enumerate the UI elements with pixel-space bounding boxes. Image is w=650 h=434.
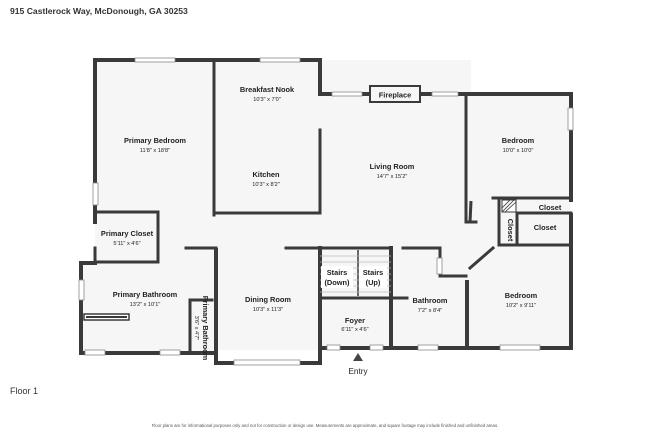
interior-walls <box>93 58 573 355</box>
primary-bathroom-name: Primary Bathroom <box>113 290 178 299</box>
breakfast-nook-name: Breakfast Nook <box>240 85 295 94</box>
bedroom-2-dim: 10'2" x 9'11" <box>506 303 536 309</box>
primary-closet-name: Primary Closet <box>101 229 154 238</box>
bedroom-1-dim: 10'0" x 10'0" <box>503 148 534 154</box>
windows <box>78 57 574 366</box>
primary-closet-dim: 5'11" x 4'6" <box>113 241 140 247</box>
dining-room-dim: 10'3" x 11'3" <box>253 307 283 313</box>
stairs-up-name: Stairs <box>363 268 384 277</box>
foyer-dim: 6'11" x 4'6" <box>341 327 368 333</box>
room-labels: Primary Bedroom 11'8" x 18'8" Breakfast … <box>101 85 562 376</box>
bathroom-dim: 7'2" x 8'4" <box>418 308 442 314</box>
closet-2-name: Closet <box>534 223 557 232</box>
foyer-name: Foyer <box>345 316 365 325</box>
disclaimer: Floor plans are for informational purpos… <box>151 423 499 428</box>
fireplace: Fireplace <box>369 85 421 103</box>
floor-fill <box>81 60 571 353</box>
bathroom-name: Bathroom <box>413 296 448 305</box>
stairs-up-sub: (Up) <box>366 278 381 287</box>
bedroom-1-name: Bedroom <box>502 136 535 145</box>
primary-bedroom-name: Primary Bedroom <box>124 136 186 145</box>
stairs-down-sub: (Down) <box>324 278 350 287</box>
dining-room-name: Dining Room <box>245 295 291 304</box>
bathtub <box>83 313 130 321</box>
hatched-closet <box>501 199 517 213</box>
fireplace-label: Fireplace <box>379 91 411 100</box>
closet-1-name: Closet <box>539 203 562 212</box>
kitchen-name: Kitchen <box>252 170 280 179</box>
closet-door <box>468 200 473 223</box>
closet-3-name: Closet <box>506 219 515 242</box>
kitchen-dim: 10'3" x 8'2" <box>252 182 280 188</box>
living-room-name: Living Room <box>370 162 415 171</box>
stairs-down-name: Stairs <box>327 268 348 277</box>
breakfast-nook-dim: 10'3" x 7'0" <box>253 97 281 103</box>
bedroom-2-name: Bedroom <box>505 291 538 300</box>
primary-bathroom-dim: 13'2" x 10'1" <box>130 302 161 308</box>
property-address: 915 Castlerock Way, McDonough, GA 30253 <box>10 6 188 16</box>
entry-label: Entry <box>348 367 368 376</box>
living-room-dim: 14'7" x 15'2" <box>377 174 408 180</box>
primary-bedroom-dim: 11'8" x 18'8" <box>140 148 170 154</box>
floor-label: Floor 1 <box>10 386 39 396</box>
primary-bathroom-2-dim: 3'6" x 4'7" <box>193 316 199 340</box>
primary-bathroom-2-name: Primary Bathroom <box>201 296 210 361</box>
entry-arrow-icon <box>353 353 363 361</box>
